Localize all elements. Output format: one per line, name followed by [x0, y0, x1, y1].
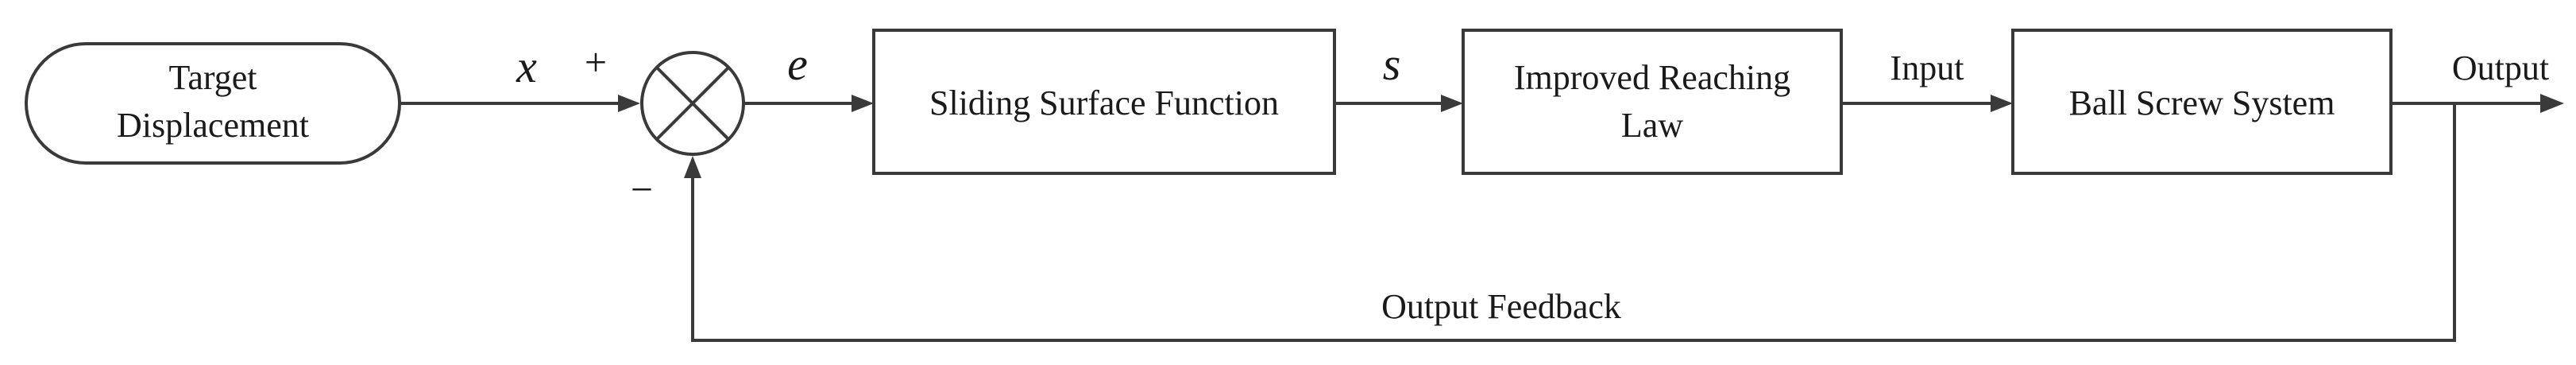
- sliding-surface-label: Sliding Surface Function: [929, 83, 1279, 122]
- input-signal: Input: [1841, 49, 2013, 112]
- input-label: Input: [1890, 49, 1964, 87]
- plus-sign: +: [585, 40, 607, 84]
- minus-sign: −: [631, 167, 653, 212]
- feedback-line: [691, 103, 2456, 342]
- signal-e-label: e: [787, 38, 808, 90]
- summing-cross-2: [655, 66, 730, 141]
- output-label: Output: [2452, 49, 2549, 87]
- feedback-label: Output Feedback: [1381, 287, 1621, 326]
- plant-box: [2011, 29, 2393, 175]
- output-signal: Output: [2391, 49, 2564, 113]
- plant-label: Ball Screw System: [2069, 83, 2335, 122]
- summing-junction: −: [631, 51, 745, 212]
- ball-screw-system-block: Ball Screw System: [2011, 29, 2393, 175]
- reaching-law-label-line2: Law: [1621, 106, 1683, 145]
- input-arrowhead: [1991, 95, 2013, 112]
- terminal-label-line1: Target: [169, 58, 257, 97]
- error-arrowhead: [852, 95, 874, 112]
- reaching-law-box: [1462, 29, 1843, 175]
- feedback-arrowhead: [684, 156, 701, 178]
- output-feedback-path: Output Feedback: [684, 103, 2456, 342]
- reference-signal-x: x +: [400, 40, 640, 112]
- error-signal-e: e: [743, 38, 874, 112]
- reference-arrowhead: [618, 95, 640, 112]
- s-arrowhead: [1441, 95, 1463, 112]
- improved-reaching-law-block: Improved Reaching Law: [1462, 29, 1843, 175]
- terminal-label-line2: Displacement: [117, 106, 309, 145]
- target-displacement-terminal: Target Displacement: [25, 42, 401, 165]
- output-arrowhead: [2540, 94, 2564, 113]
- sliding-variable-s: s: [1334, 38, 1463, 112]
- signal-s-label: s: [1383, 38, 1401, 90]
- sliding-surface-function-block: Sliding Surface Function: [872, 29, 1336, 175]
- signal-x-label: x: [516, 41, 537, 92]
- reaching-law-label-line1: Improved Reaching: [1514, 58, 1790, 97]
